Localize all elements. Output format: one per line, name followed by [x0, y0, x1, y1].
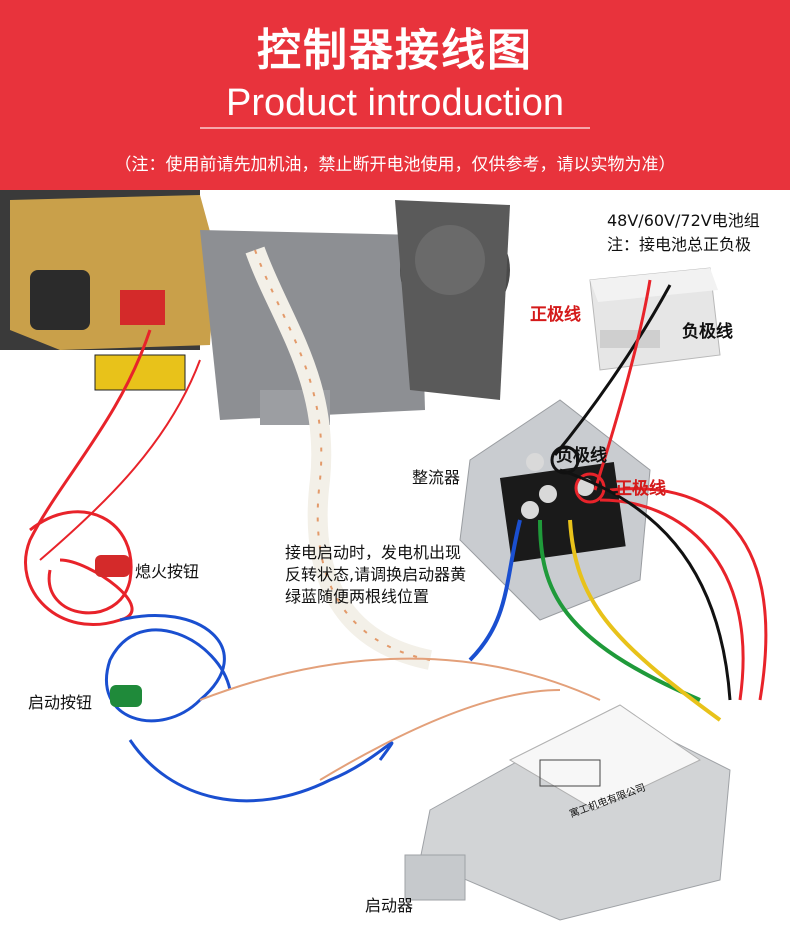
start-button-label: 启动按钮: [28, 693, 93, 712]
page-title: 控制器接线图: [257, 25, 533, 76]
battery-note: 注：接电池总正负极: [607, 235, 752, 254]
starter-label: 启动器: [365, 896, 414, 915]
instruction-line-3: 绿蓝随便两根线位置: [285, 587, 430, 606]
header-banner: 控制器接线图 Product introduction （注：使用前请先加机油，…: [0, 0, 790, 190]
divider: [200, 127, 590, 129]
instruction-line-2: 反转状态,请调换启动器黄: [285, 565, 467, 584]
battery-title: 48V/60V/72V电池组: [607, 211, 760, 230]
rectifier-label: 整流器: [412, 468, 461, 487]
wiring-photo: [0, 190, 768, 921]
flameout-button-image: [95, 555, 130, 577]
instruction-text: 接电启动时，发电机出现 反转状态,请调换启动器黄 绿蓝随便两根线位置: [285, 542, 515, 608]
positive-wire-label-mid: 正极线: [615, 479, 666, 499]
page-subtitle: Product introduction: [226, 82, 564, 124]
usage-note: （注：使用前请先加机油，禁止断开电池使用，仅供参考，请以实物为准）: [114, 155, 676, 175]
engine-image: [0, 190, 510, 425]
starter-image: [404, 704, 731, 921]
battery-image: [589, 267, 721, 371]
instruction-line-1: 接电启动时，发电机出现: [285, 543, 462, 562]
rectifier-image: [459, 399, 651, 621]
negative-wire-label-mid: 负极线: [556, 446, 607, 466]
flameout-button-label: 熄火按钮: [135, 562, 200, 581]
positive-wire-label-top: 正极线: [530, 305, 581, 325]
start-button-image: [110, 685, 142, 707]
negative-wire-label-top: 负极线: [682, 322, 733, 342]
